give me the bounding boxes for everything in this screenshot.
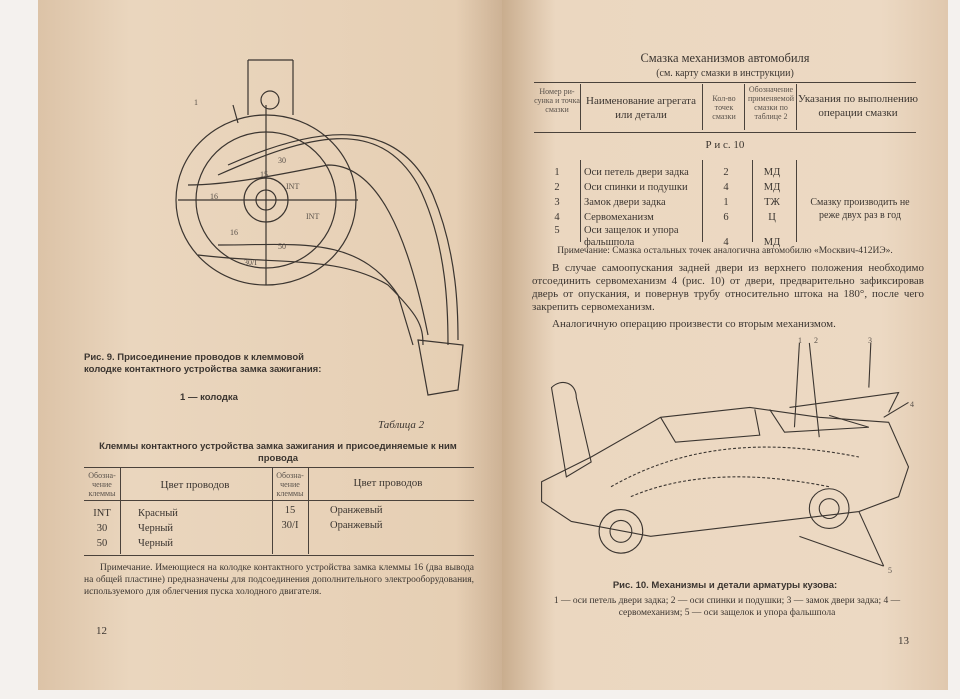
- table-row: 1 Оси петель двери задка 2 МД: [534, 165, 796, 180]
- table-row: 3 Замок двери задка 1 ТЖ: [534, 195, 796, 210]
- table2-header: Обозна­чение клеммы: [276, 471, 304, 498]
- point-count: 4: [723, 182, 729, 193]
- lubrication-note: Примечание: Смазка остальных точек анало…: [557, 246, 893, 256]
- table2-header: Обозна­чение клеммы: [88, 471, 116, 498]
- lubricant: МД: [763, 237, 781, 248]
- lubrication-title: Смазка механизмов автомобиля: [640, 51, 810, 65]
- terminal: INT: [93, 508, 111, 519]
- point-count: 6: [723, 212, 729, 223]
- lubrication-instruction: Смазку производить не реже двух раз в го…: [810, 197, 910, 221]
- terminal: 50: [96, 538, 108, 549]
- body-paragraph: В случае самоопускания задней двери из в…: [532, 262, 924, 313]
- part-name: Замок двери задка: [584, 197, 666, 208]
- lubricant: МД: [763, 182, 781, 193]
- fig9-label: 15: [260, 170, 268, 179]
- table-row: 2 Оси спинки и подушки 4 МД: [534, 180, 796, 195]
- fig9-label: 16: [230, 228, 238, 237]
- part-name: Оси защелок и упора фальшпола: [584, 225, 679, 248]
- page-number: 12: [96, 625, 107, 637]
- fig10-label: 2: [814, 336, 818, 345]
- terminal: 30: [96, 523, 108, 534]
- fig9-label: 50: [278, 242, 286, 251]
- lubrication-header: Наименование агрегата или детали: [586, 95, 696, 121]
- fig10-caption: Рис. 10. Механизмы и детали арматуры куз…: [612, 580, 838, 591]
- lubrication-header: Номер ри­сунка и точка смаз­ки: [534, 87, 580, 114]
- point-number: 4: [554, 212, 560, 223]
- table-row: 15 Оранжевый: [272, 503, 472, 518]
- lubrication-header: Кол-во точек смазки: [712, 94, 736, 121]
- table-row: 30 Черный: [84, 521, 274, 536]
- lubricant: ТЖ: [764, 197, 780, 208]
- point-number: 1: [554, 167, 560, 178]
- table-row: 50 Черный: [84, 536, 274, 551]
- part-name: Сервомеханизм: [584, 212, 654, 223]
- table2-title: Клеммы контактного устройства замка зажи…: [99, 441, 457, 464]
- part-name: Оси петель двери задка: [584, 167, 689, 178]
- table-row: 30/I Оранжевый: [272, 518, 472, 533]
- wire-color: Красный: [138, 508, 178, 519]
- left-page: 1 30 15 INT 16 INT 16 50 30/I Рис. 9. Пр…: [38, 0, 502, 690]
- right-page: Смазка механизмов автомобиля (см. карту …: [502, 0, 948, 690]
- fig9-label: INT: [306, 212, 320, 221]
- fig10-label: 5: [888, 566, 892, 575]
- fig10-label: 3: [868, 336, 872, 345]
- fig9-label: 1: [194, 98, 198, 107]
- point-count: 4: [723, 237, 729, 248]
- fig9-caption: Рис. 9. Присоединение проводов к клеммов…: [84, 352, 322, 375]
- fig9-caption-legend: 1 — колодка: [180, 392, 238, 403]
- lubricant: Ц: [768, 212, 776, 223]
- fig9-ignition-switch-diagram: [175, 59, 464, 396]
- lubricant: МД: [763, 167, 781, 178]
- point-number: 2: [554, 182, 560, 193]
- terminal: 15: [284, 505, 296, 516]
- table-number: Таблица 2: [378, 419, 425, 431]
- table2-header: Цвет проводов: [160, 479, 230, 491]
- body-paragraph: Аналогичную операцию произвести со вторы…: [552, 318, 836, 330]
- point-number: 3: [554, 197, 560, 208]
- table2-header: Цвет проводов: [353, 477, 423, 489]
- fig10-label: 1: [798, 336, 802, 345]
- fig10-legend: 1 — оси петель двери задка; 2 — оси спин…: [553, 596, 901, 618]
- fig10-label: 4: [910, 400, 914, 409]
- wire-color: Черный: [138, 523, 174, 534]
- wire-color: Оранжевый: [330, 520, 383, 531]
- fig9-label: INT: [286, 182, 300, 191]
- fig9-label: 30/I: [244, 258, 257, 267]
- table2-note: Примечание. Имеющиеся на колодке контакт…: [84, 563, 474, 597]
- figure-section: Р и с. 10: [705, 139, 745, 151]
- page-number: 13: [898, 635, 909, 647]
- point-number: 5: [554, 225, 560, 236]
- wire-color: Черный: [138, 538, 174, 549]
- lubrication-subtitle: (см. карту смазки в инструкции): [656, 68, 794, 79]
- point-count: 1: [723, 197, 729, 208]
- wire-color: Оранжевый: [330, 505, 383, 516]
- lubrication-header: Указания по выполнению операции смазки: [798, 93, 918, 119]
- part-name: Оси спинки и подушки: [584, 182, 688, 193]
- fig10-station-wagon-diagram: [541, 342, 910, 567]
- lubrication-header: Обозначе­ние приме­няемой смазки по табл…: [747, 85, 795, 121]
- terminal: 30/I: [281, 520, 299, 531]
- fig9-label: 30: [278, 156, 286, 165]
- point-count: 2: [723, 167, 729, 178]
- fig9-label: 16: [210, 192, 218, 201]
- table-row: 4 Сервомеханизм 6 Ц: [534, 210, 796, 225]
- table-row: 5 Оси защелок и упора фальшпола 4 МД: [534, 225, 796, 249]
- table-row: INT Красный: [84, 506, 274, 521]
